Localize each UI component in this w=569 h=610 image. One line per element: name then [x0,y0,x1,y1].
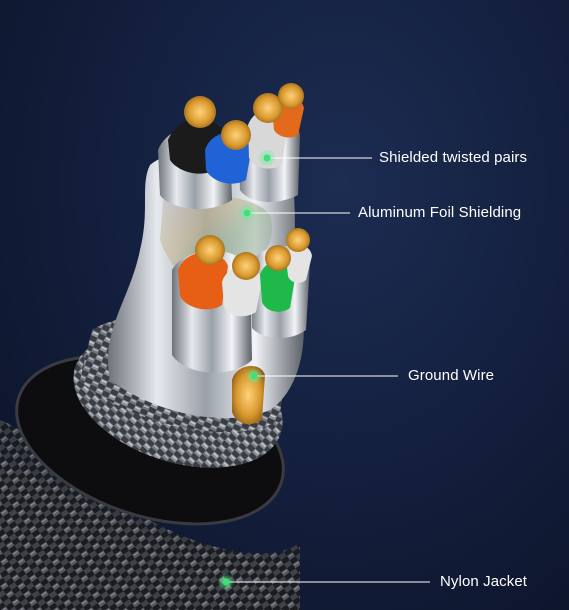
label-nylon-jacket: Nylon Jacket [440,573,528,590]
copper-tip [195,235,225,265]
copper-tip [278,83,304,109]
callout-nylon-jacket-marker [217,573,430,591]
green-conductor [260,260,296,312]
label-ground-wire: Ground Wire [408,367,495,384]
orange-conductor-bottom [178,252,228,310]
copper-tip [184,96,216,128]
callout-shielded-twisted-pairs-marker [258,149,372,167]
white-conductor-small [286,245,312,283]
copper-tip [232,252,260,280]
label-shielded-twisted-pairs: Shielded twisted pairs [379,149,528,166]
nylon-jacket-body-side [0,420,300,610]
callout-ground-wire-marker [245,367,398,385]
label-aluminum-foil-shielding: Aluminum Foil Shielding [358,204,522,221]
copper-tip [221,120,251,150]
copper-tip [286,228,310,252]
copper-tip [253,93,283,123]
copper-tip [265,245,291,271]
white-conductor-bottom [222,266,262,317]
callout-aluminum-foil-shielding-marker [238,204,350,222]
